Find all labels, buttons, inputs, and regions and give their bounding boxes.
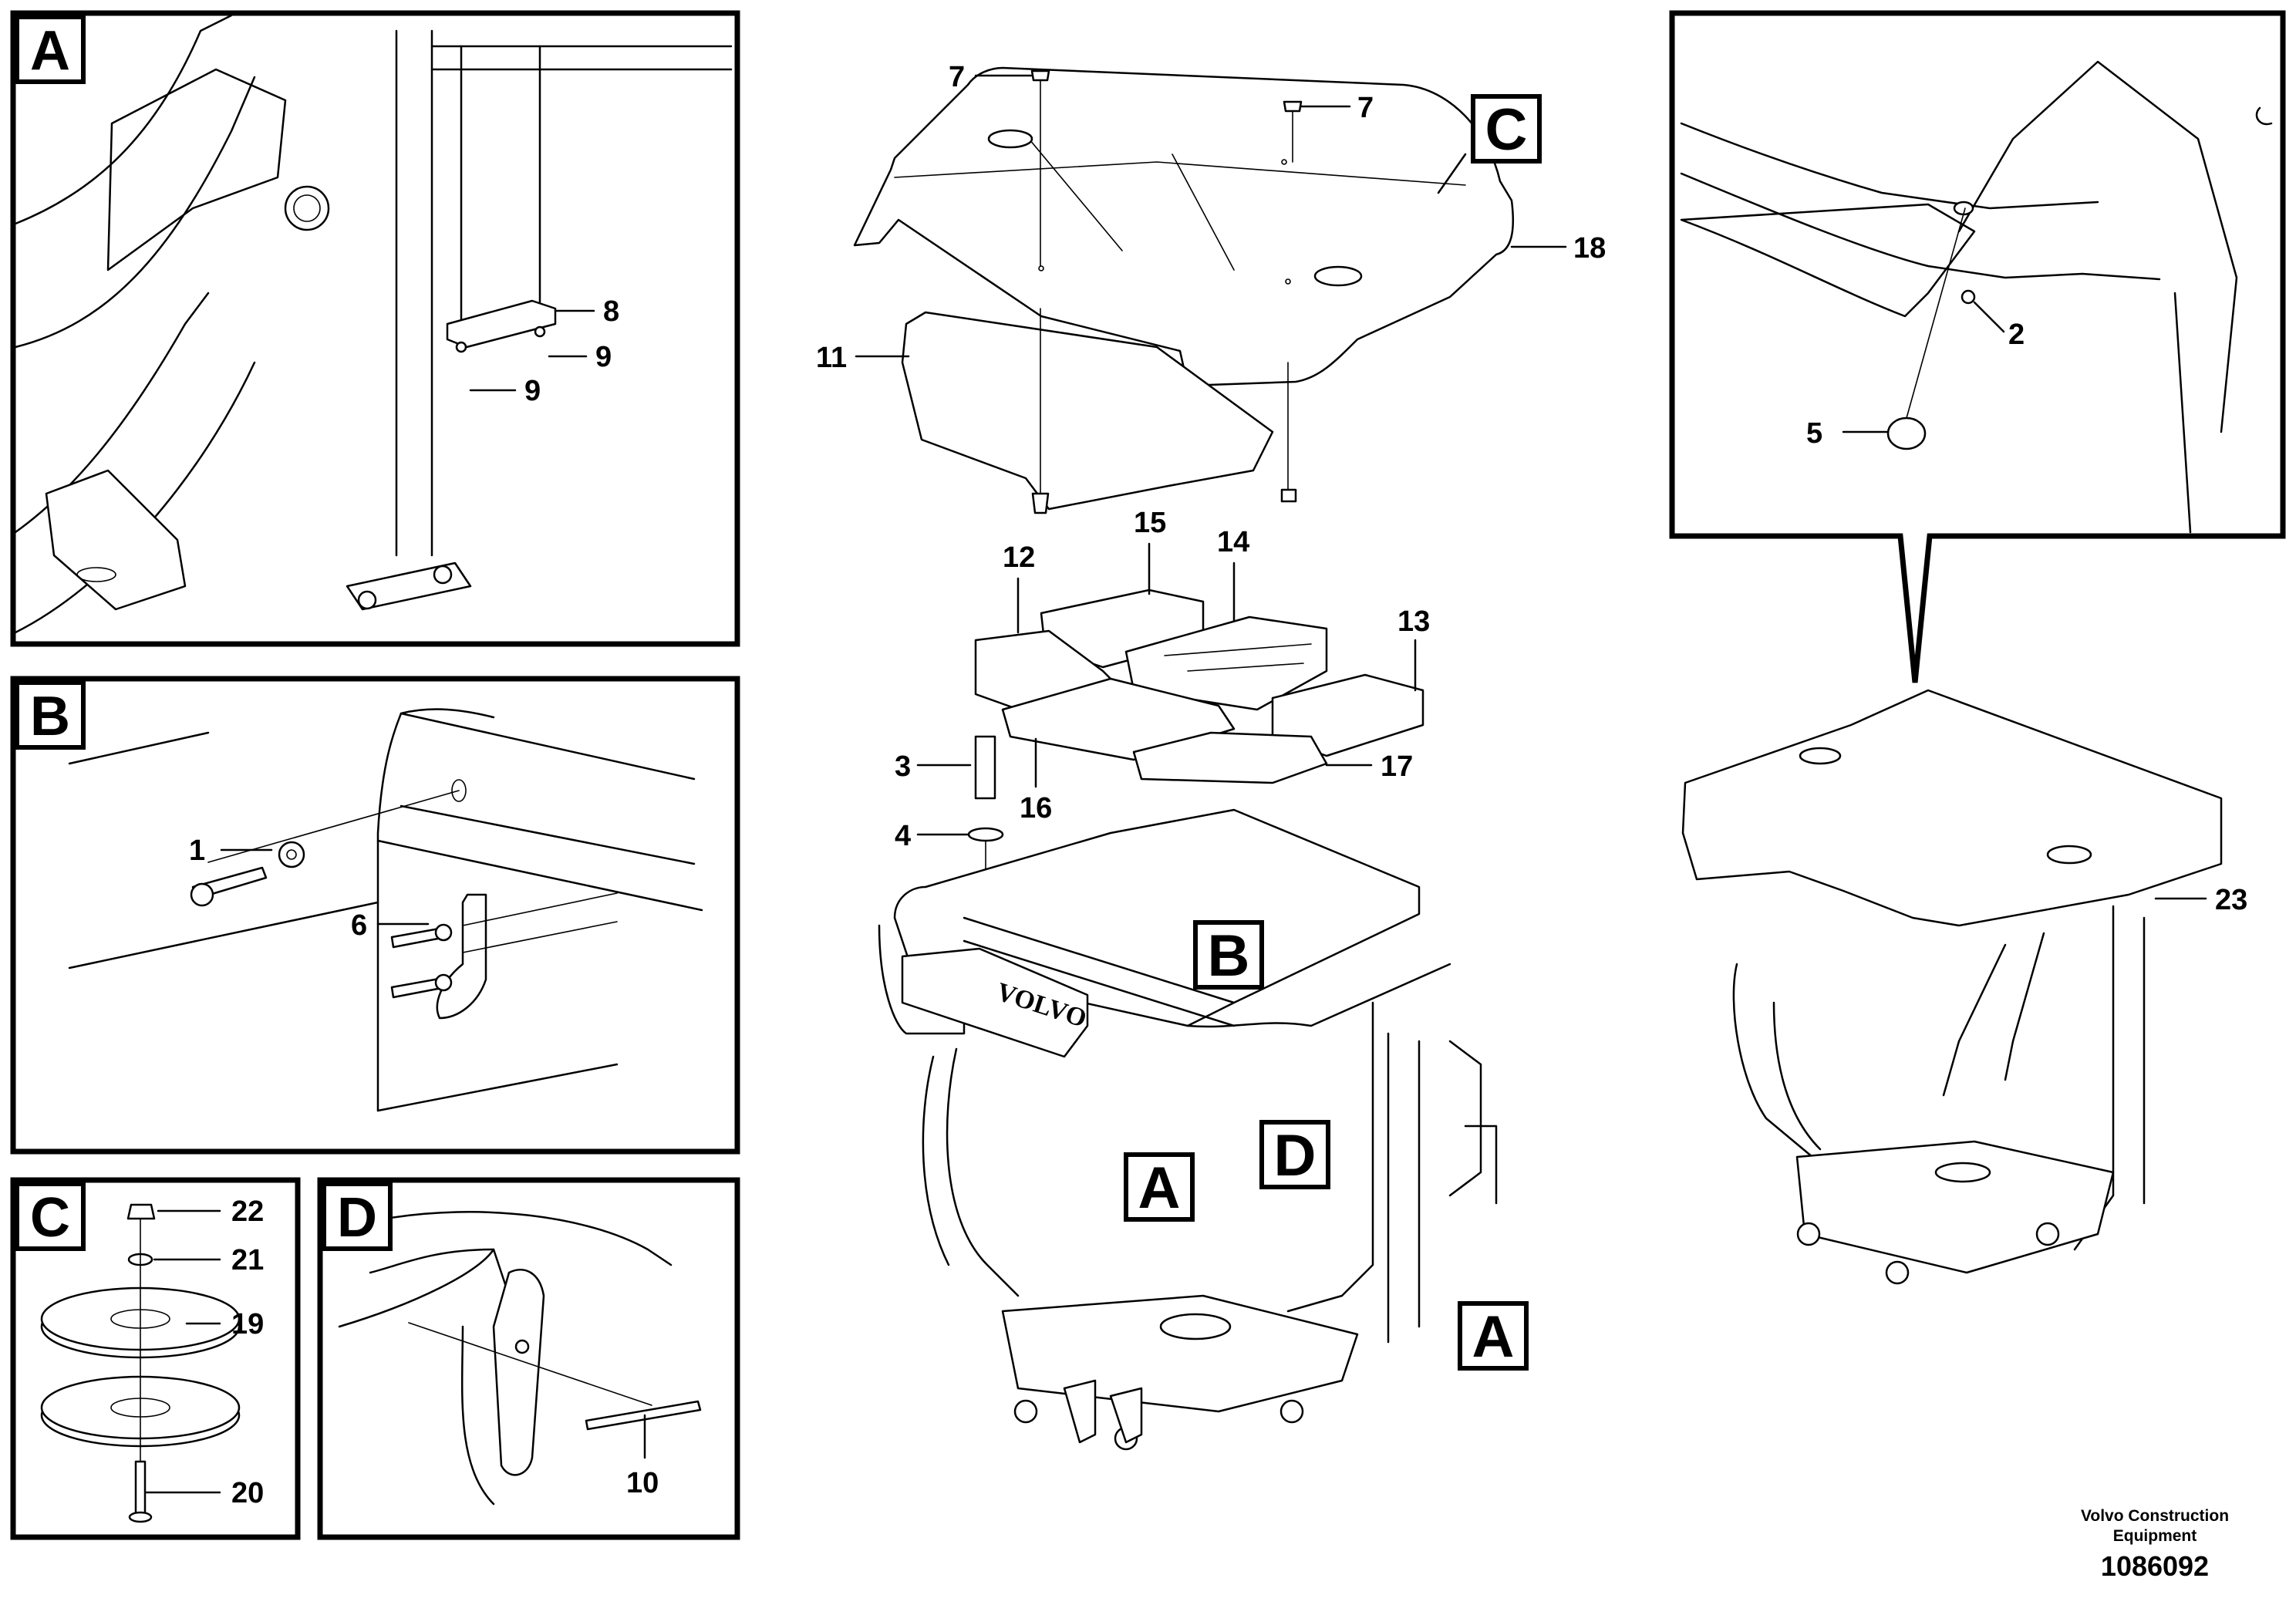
seat-frame: VOLVO	[878, 808, 1498, 1451]
part-label-13: 13	[1397, 605, 1430, 638]
part-label-16: 16	[1020, 792, 1052, 824]
part-label-18: 18	[1573, 232, 1606, 265]
part-label-21: 21	[231, 1244, 264, 1276]
detail-c-letter: C	[30, 1187, 70, 1249]
roof-panel	[853, 66, 1515, 387]
part-label-22: 22	[231, 1195, 264, 1228]
right-assembly-drawing	[1681, 689, 2223, 1285]
main-assembly: VOLVO 7 7 18 11 15 12 14 13	[816, 61, 1606, 1451]
right-zoom-drawing	[1680, 60, 2273, 534]
detail-view-c: C 22 21 19 20	[10, 1177, 301, 1540]
callout-a-right: A	[1472, 1304, 1515, 1370]
right-assembly: 2 5 23	[1669, 10, 2286, 1285]
part-label-6: 6	[351, 909, 367, 942]
detail-view-b: B 1 6	[10, 676, 740, 1155]
part-label-10: 10	[626, 1467, 659, 1499]
detail-b-letter: B	[30, 686, 70, 747]
part-label-4: 4	[895, 820, 911, 852]
part-label-23: 23	[2215, 884, 2247, 916]
part-label-3: 3	[895, 750, 911, 783]
company-name-line1: Volvo Construction	[2081, 1507, 2229, 1525]
part-label-1: 1	[189, 835, 205, 867]
detail-a-drawing	[14, 14, 733, 634]
detail-view-a: A 8 9 9	[10, 10, 740, 647]
part-label-7-right: 7	[1357, 92, 1374, 124]
part-label-11: 11	[816, 342, 847, 374]
part-label-9-lower: 9	[524, 375, 541, 407]
part-label-17: 17	[1381, 750, 1413, 783]
part-label-7-left: 7	[949, 61, 965, 93]
part-label-9-upper: 9	[595, 341, 612, 373]
part-label-2: 2	[2008, 319, 2025, 351]
part-label-12: 12	[1003, 541, 1035, 574]
part-label-20: 20	[231, 1477, 264, 1509]
detail-view-d: D 10	[317, 1177, 740, 1540]
drawing-number: 1086092	[2101, 1550, 2209, 1582]
seat-cushions	[974, 588, 1424, 784]
detail-c-drawing	[40, 1203, 241, 1523]
part-label-19: 19	[231, 1308, 264, 1340]
footer: Volvo Construction Equipment 1086092	[2081, 1507, 2229, 1582]
callout-b: B	[1208, 923, 1250, 989]
part-label-14: 14	[1217, 526, 1249, 558]
part-label-8: 8	[603, 295, 619, 328]
part-label-5: 5	[1806, 417, 1822, 450]
callout-c: C	[1485, 97, 1528, 163]
detail-d-drawing	[338, 1211, 702, 1506]
part-label-15: 15	[1134, 507, 1166, 539]
detail-b-drawing	[68, 708, 703, 1112]
detail-a-letter: A	[30, 20, 70, 82]
callout-a-center: A	[1138, 1155, 1181, 1221]
detail-d-letter: D	[337, 1187, 377, 1249]
company-name-line2: Equipment	[2113, 1527, 2197, 1545]
callout-d: D	[1274, 1123, 1317, 1189]
